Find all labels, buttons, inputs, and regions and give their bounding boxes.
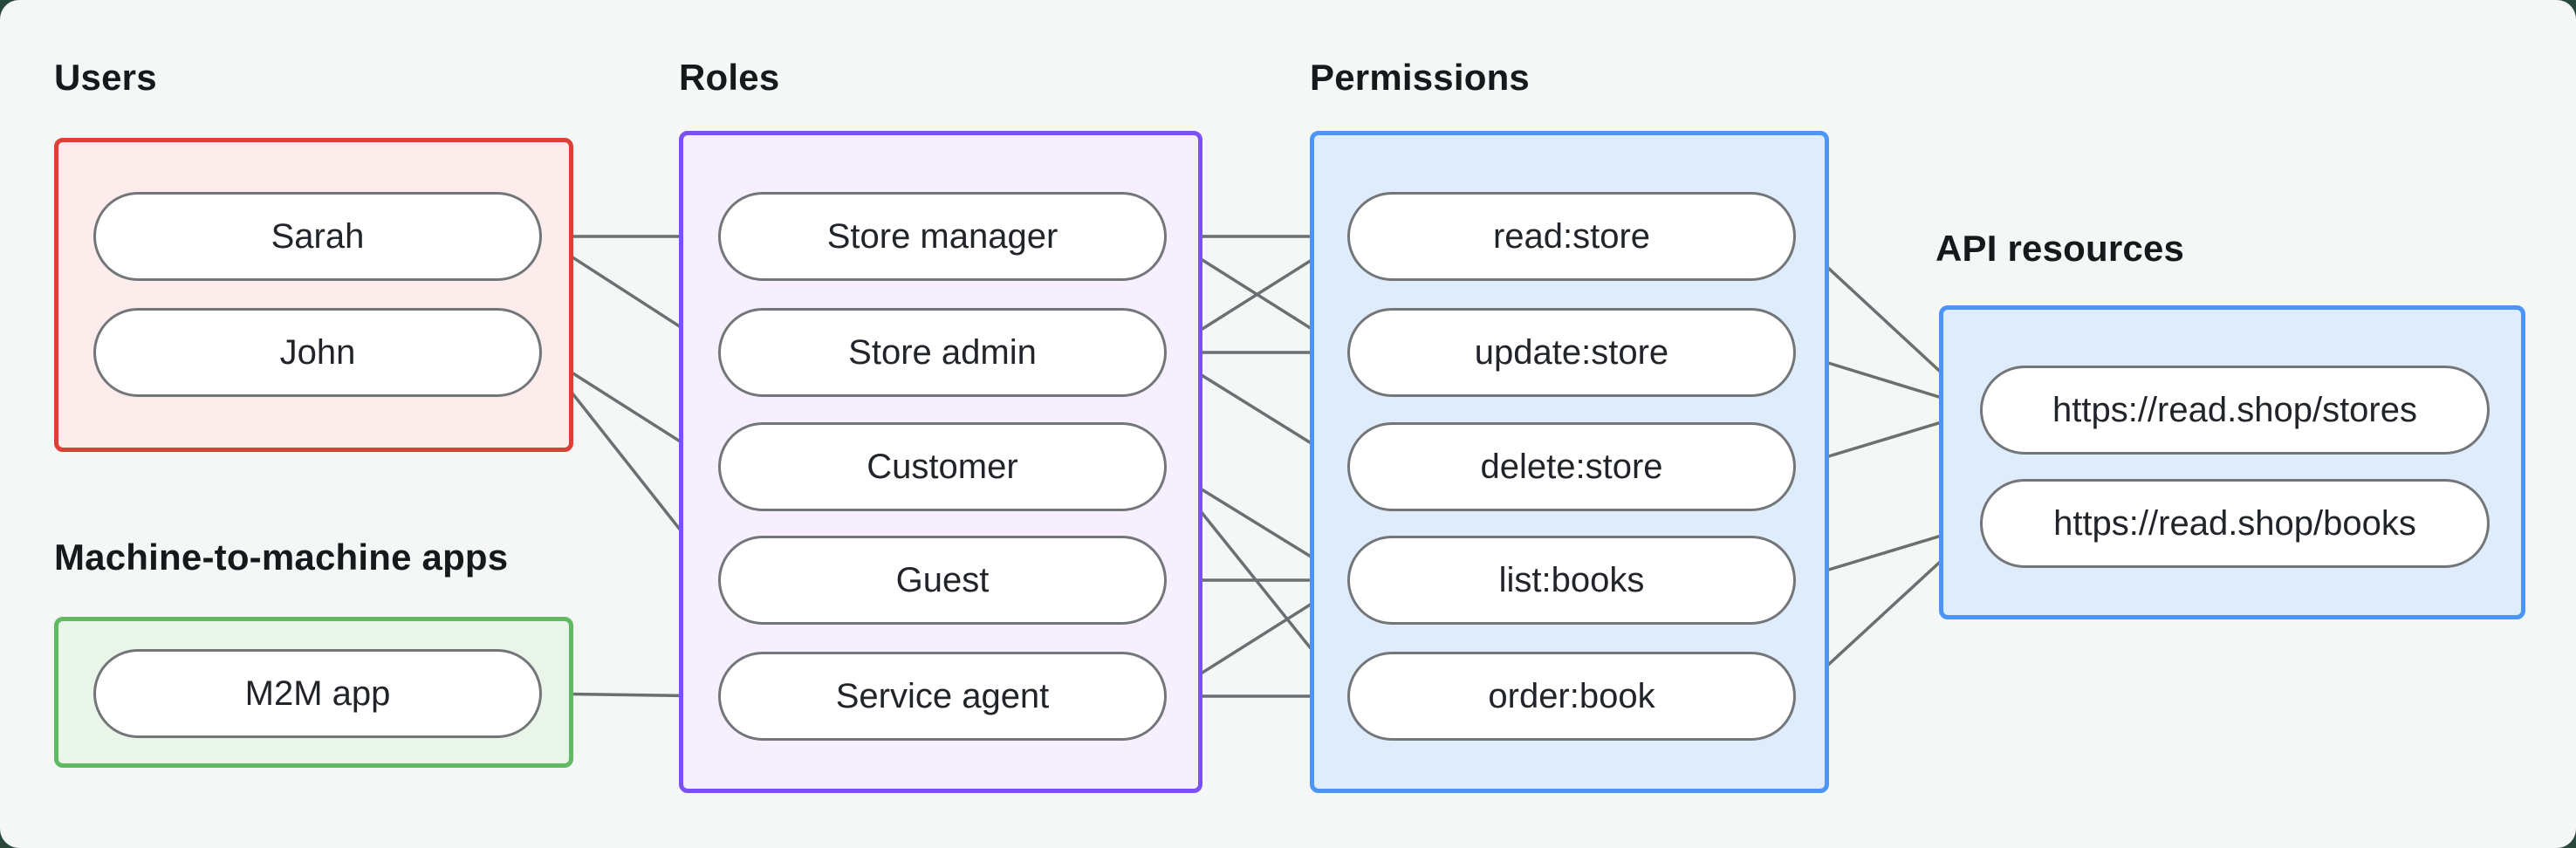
node-store_manager: Store manager xyxy=(718,192,1167,281)
node-label: Store manager xyxy=(826,216,1058,256)
node-label: Guest xyxy=(895,560,990,599)
node-delete_store: delete:store xyxy=(1347,422,1796,511)
node-label: Service agent xyxy=(835,676,1050,715)
node-label: Store admin xyxy=(848,332,1037,372)
node-label: John xyxy=(279,332,356,372)
node-label: Sarah xyxy=(271,216,365,256)
node-customer: Customer xyxy=(718,422,1167,511)
node-list_books: list:books xyxy=(1347,536,1796,625)
node-guest: Guest xyxy=(718,536,1167,625)
node-label: https://read.shop/stores xyxy=(2052,390,2417,429)
group-label-permissions: Permissions xyxy=(1310,57,1530,98)
group-box-api_resources xyxy=(1939,305,2525,619)
node-label: M2M app xyxy=(244,674,391,713)
node-read_store: read:store xyxy=(1347,192,1796,281)
node-label: list:books xyxy=(1498,560,1645,599)
node-label: order:book xyxy=(1488,676,1655,715)
group-label-roles: Roles xyxy=(679,57,780,98)
node-label: Customer xyxy=(867,447,1018,486)
group-label-api_resources: API resources xyxy=(1935,228,2185,269)
node-order_book: order:book xyxy=(1347,652,1796,741)
group-label-m2m: Machine-to-machine apps xyxy=(54,537,509,578)
node-m2m_app: M2M app xyxy=(93,649,542,738)
node-stores_api: https://read.shop/stores xyxy=(1980,366,2490,455)
node-store_admin: Store admin xyxy=(718,308,1167,397)
node-label: https://read.shop/books xyxy=(2053,503,2416,543)
node-john: John xyxy=(93,308,542,397)
node-sarah: Sarah xyxy=(93,192,542,281)
node-books_api: https://read.shop/books xyxy=(1980,479,2490,568)
group-box-users xyxy=(54,138,573,452)
node-label: update:store xyxy=(1474,332,1669,372)
node-label: delete:store xyxy=(1480,447,1663,486)
node-service_agent: Service agent xyxy=(718,652,1167,741)
node-update_store: update:store xyxy=(1347,308,1796,397)
node-label: read:store xyxy=(1492,216,1651,256)
group-label-users: Users xyxy=(54,57,157,98)
